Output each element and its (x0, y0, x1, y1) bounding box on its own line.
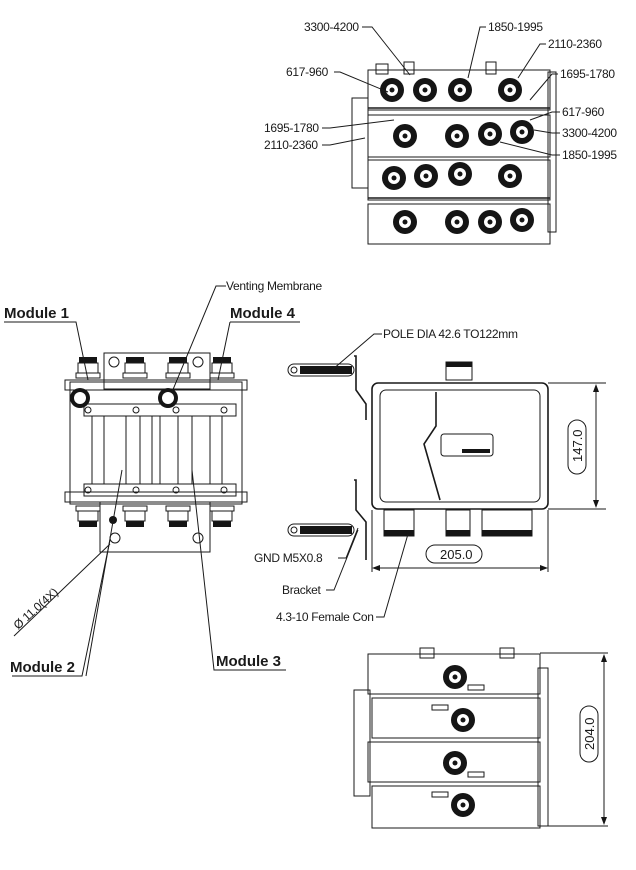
front-view: Venting Membrane Module 1 Module 4 Modul… (4, 279, 323, 677)
band-label: 3300-4200 (304, 20, 359, 34)
hole-diameter-label: Ø 11.0(4X) (11, 585, 61, 632)
width-dimension: 205.0 (440, 547, 473, 562)
module-4-label: Module 4 (230, 305, 296, 322)
top-module-row-3 (367, 159, 551, 201)
band-label: 1850-1995 (562, 148, 617, 162)
band-label: 617-960 (286, 65, 329, 79)
width-dimension-box (425, 544, 483, 564)
top-module-row-4 (367, 203, 551, 245)
bottom-view: 204.0 (353, 647, 608, 829)
venting-membrane-label: Venting Membrane (226, 279, 323, 293)
depth-dimension-box (579, 705, 599, 763)
module-3-label: Module 3 (216, 653, 281, 670)
top-module-row-2 (367, 114, 551, 158)
band-label: 617-960 (562, 105, 605, 119)
top-view: 3300-4200 1850-1995 2110-2360 617-960 16… (264, 20, 618, 245)
height-dimension-box (567, 419, 587, 475)
module-2-label: Module 2 (10, 659, 75, 676)
connector-label: 4.3-10 Female Con (276, 610, 374, 624)
band-label: 2110-2360 (264, 138, 318, 152)
band-label: 1695-1780 (560, 67, 615, 81)
band-label: 1850-1995 (488, 20, 543, 34)
side-view: 147.0 205.0 POLE DIA 42.6 TO122mm GND M5… (254, 327, 606, 624)
top-module-row-1 (367, 61, 551, 111)
bracket-label: Bracket (282, 583, 322, 597)
module-1-label: Module 1 (4, 305, 69, 322)
band-label: 2110-2360 (548, 37, 602, 51)
band-label: 3300-4200 (562, 126, 617, 140)
height-dimension: 147.0 (570, 429, 585, 462)
pole-diameter-label: POLE DIA 42.6 TO122mm (383, 327, 518, 341)
gnd-label: GND M5X0.8 (254, 551, 323, 565)
band-label: 1695-1780 (264, 121, 319, 135)
depth-dimension: 204.0 (582, 717, 597, 750)
